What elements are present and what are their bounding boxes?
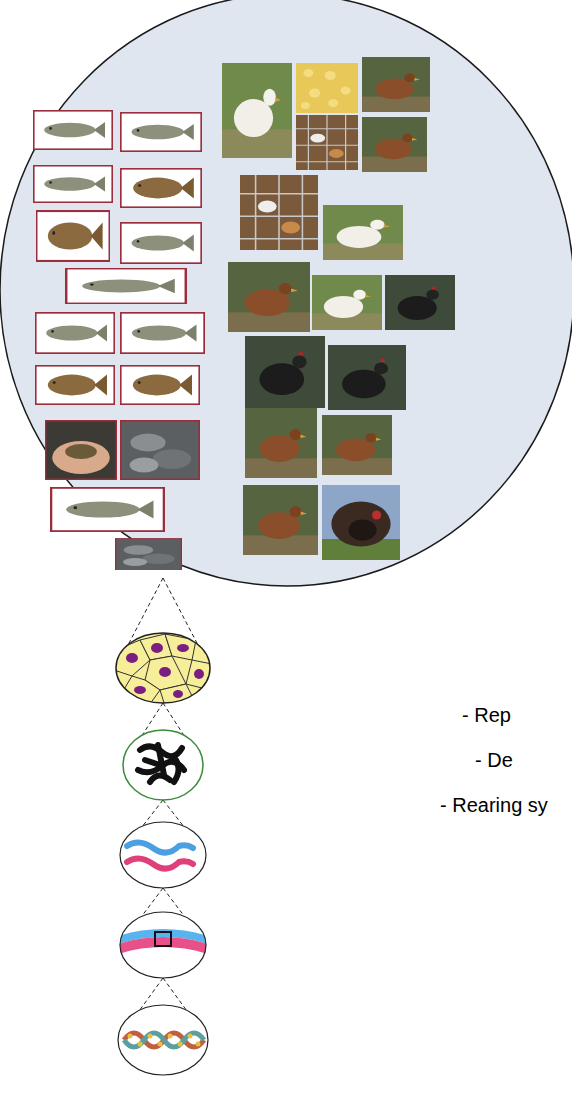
list-item: - Rearing sy — [440, 793, 548, 817]
list-item: - Rep — [462, 703, 511, 727]
list-item: - De — [475, 748, 513, 772]
